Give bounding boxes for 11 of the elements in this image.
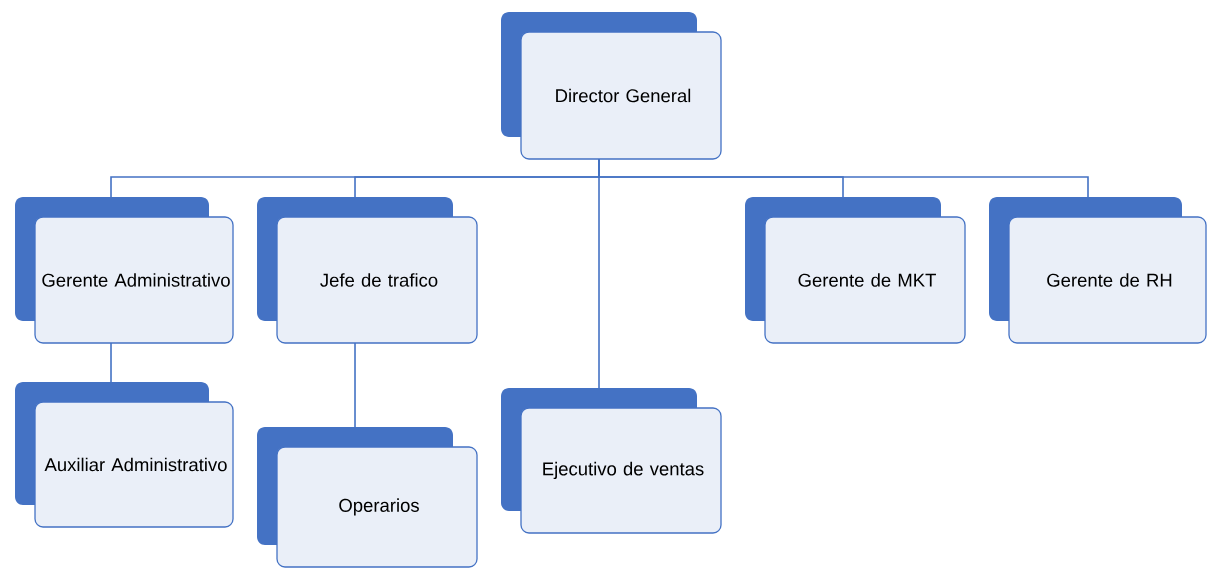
- org-box: Ejecutivo de ventas: [501, 388, 722, 534]
- org-box: Operarios: [257, 427, 478, 568]
- connector-line: [598, 158, 1089, 198]
- org-box: Auxiliar Administrativo: [15, 382, 234, 528]
- org-box: Director General: [501, 12, 722, 160]
- connector-line: [354, 342, 356, 428]
- org-box: Jefe de trafico: [257, 197, 478, 344]
- org-box: Gerente de MKT: [745, 197, 966, 344]
- org-box: Gerente de RH: [989, 197, 1207, 344]
- connector-line: [110, 342, 112, 383]
- org-box: Gerente Administrativo: [15, 197, 234, 344]
